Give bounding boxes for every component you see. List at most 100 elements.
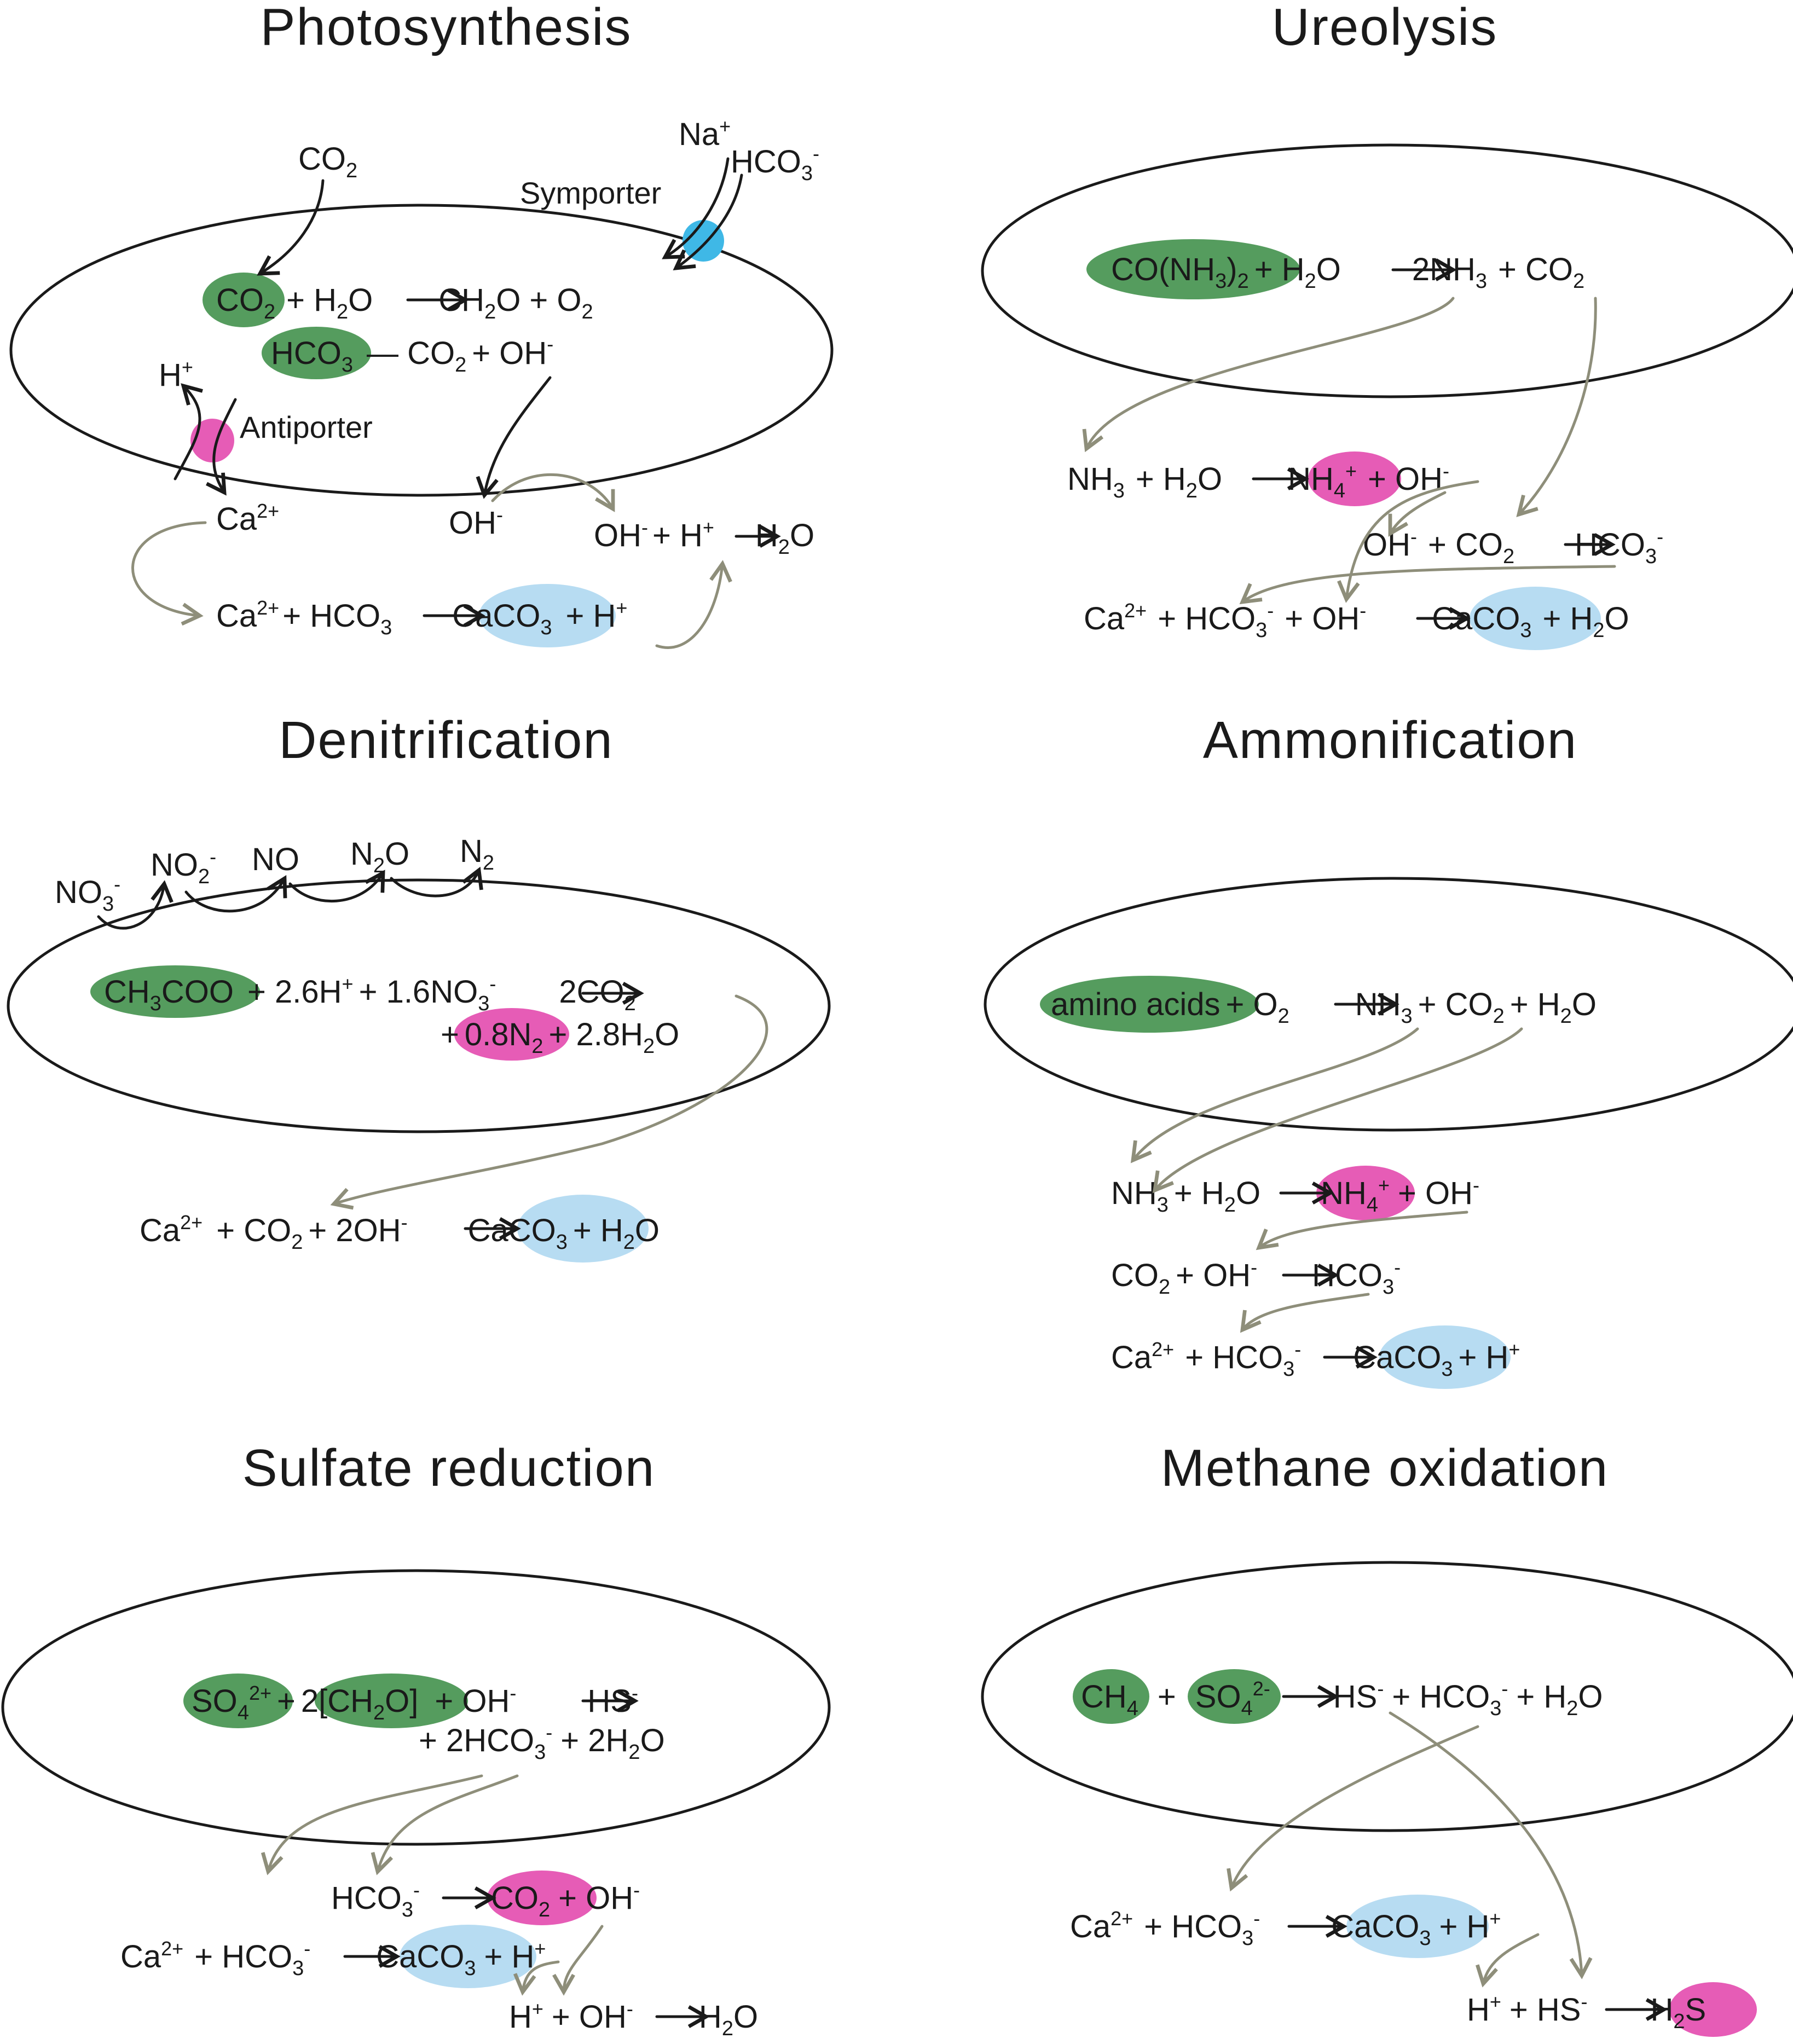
- denitrification-title: Denitrification: [279, 711, 614, 769]
- so4-highlight: [1188, 1669, 1281, 1724]
- nh4-highlight: [1308, 451, 1401, 506]
- sulf-eq1-line2: + 2HCO3-+ 2H2O: [419, 1721, 665, 1764]
- ammon-eq4: Ca2++ HCO3-CaCO3+ H+: [1111, 1338, 1520, 1381]
- denit-eq1-line2: +0.8N2+ 2.8H2O: [441, 1017, 679, 1058]
- sulf-eq2: HCO3-CO2+ OH-: [331, 1879, 640, 1921]
- ca-transfer-arrow: [131, 521, 207, 626]
- caco3-highlight: [479, 584, 616, 647]
- meth-eq3: H++ HS-H2S: [1467, 1990, 1706, 2033]
- oh-transfer-arrow: [1337, 480, 1479, 603]
- acetate-highlight: [90, 965, 260, 1018]
- nh3-transfer-arrow: [1082, 297, 1455, 453]
- hs-transfer-arrow: [1389, 1711, 1593, 1979]
- sulfate-reduction-title: Sulfate reduction: [242, 1439, 655, 1497]
- co2-uptake-arrow: [257, 179, 325, 276]
- co2-transfer-arrow: [1516, 297, 1597, 517]
- sulf-eq4: H++ OH-H2O: [509, 1997, 758, 2040]
- amino-acids-highlight: [1040, 976, 1259, 1033]
- co2-external: CO2: [298, 141, 357, 182]
- antiporter-icon: [190, 419, 234, 462]
- ammon-eq3: CO2+ OH-HCO3-: [1111, 1256, 1401, 1299]
- photosynthesis-title: Photosynthesis: [260, 0, 632, 56]
- photosynthesis-cell: [9, 204, 834, 497]
- n2o-species: N2O: [350, 836, 409, 877]
- h2s-highlight: [1669, 1982, 1757, 2037]
- hco3-transfer-arrow: [1240, 1293, 1370, 1333]
- hco3-transfer-arrow: [371, 1774, 519, 1875]
- reduction-step-arrow: [390, 866, 483, 897]
- ureo-eq4: Ca2++ HCO3-+ OH-CaCO3+ H2O: [1084, 599, 1629, 642]
- methane-cell: [981, 1561, 1793, 1832]
- no3-species: NO3-: [55, 873, 120, 916]
- oh-transfer-arrow: [1388, 491, 1447, 537]
- caco3-highlight: [517, 1195, 649, 1263]
- symport-arrow: [662, 157, 730, 259]
- h-transfer-arrow: [513, 1960, 560, 1996]
- h-transfer-arrow: [1476, 1933, 1540, 1988]
- co2-transfer-arrow: [330, 994, 768, 1210]
- co2-highlight: [203, 273, 285, 327]
- sulfate-cell: [1, 1569, 831, 1846]
- caco3-highlight: [400, 1925, 536, 1988]
- nh3-transfer-arrow: [1130, 1027, 1419, 1163]
- reduction-step-arrow: [288, 870, 385, 903]
- ca-antiport-arrow: [206, 398, 237, 496]
- ch4-highlight: [1073, 1669, 1149, 1724]
- hco3-transfer-arrow: [1227, 1725, 1479, 1892]
- methane-oxidation-title: Methane oxidation: [1161, 1439, 1609, 1497]
- panel-methane-oxidation: Methane oxidation CH4+SO42-HS-+ HCO3-+ H…: [981, 1439, 1793, 2037]
- no2-species: NO2-: [151, 846, 216, 888]
- co2-highlight: [487, 1871, 597, 1925]
- photo-eq2: HCO3— CO2+ OH-: [271, 333, 553, 377]
- n2-species: N2: [460, 833, 494, 875]
- reduction-step-arrow: [97, 880, 173, 930]
- ureolysis-cell: [981, 143, 1793, 398]
- n2-highlight: [454, 1008, 569, 1061]
- na-ion: Na+: [679, 115, 731, 152]
- ammonification-cell: [984, 877, 1793, 1132]
- meth-eq2: Ca2++ HCO3-CaCO3+ H+: [1070, 1907, 1501, 1950]
- photo-eq3: OH-+ H+H2O: [594, 516, 814, 559]
- nh4-highlight: [1316, 1166, 1415, 1220]
- ca-ion: Ca2+: [216, 500, 279, 537]
- caco3-highlight: [1379, 1325, 1511, 1389]
- h-transfer-arrow: [655, 560, 732, 649]
- oh-transfer-arrow: [552, 1925, 604, 1996]
- no-species: NO: [252, 842, 299, 877]
- meth-eq1: CH4+SO42-HS-+ HCO3-+ H2O: [1081, 1677, 1603, 1720]
- symport-arrow: [673, 173, 743, 270]
- h-ion: H+: [159, 356, 193, 393]
- panel-sulfate-reduction: Sulfate reduction SO42++2[CH2O]+ OH-HS- …: [1, 1439, 831, 2040]
- antiporter-label: Antiporter: [240, 410, 373, 444]
- reduction-step-arrow: [184, 875, 287, 913]
- oh-transfer-arrow: [491, 473, 615, 512]
- ch2o-highlight: [315, 1674, 468, 1728]
- co2-transfer-arrow: [1152, 1027, 1523, 1194]
- panel-denitrification: Denitrification NO3- NO2- NO N2O N2 CH3C…: [7, 711, 831, 1263]
- denitrification-cell: [7, 878, 831, 1133]
- oh-ion: OH-: [449, 503, 503, 541]
- denit-eq1: CH3COO+ 2.6H++ 1.6NO3-2CO2: [104, 972, 636, 1015]
- oh-release-arrow: [476, 376, 552, 499]
- hco3-transfer-arrow: [261, 1774, 483, 1875]
- ureolysis-title: Ureolysis: [1272, 0, 1498, 56]
- panel-photosynthesis: Photosynthesis Symporter Antiporter CO2 …: [9, 0, 834, 649]
- sulf-eq1: SO42++2[CH2O]+ OH-HS-: [192, 1682, 638, 1724]
- caco3-highlight: [1470, 587, 1601, 650]
- urea-highlight: [1086, 239, 1300, 299]
- h-antiport-arrow: [173, 383, 203, 480]
- symporter-label: Symporter: [520, 176, 661, 210]
- hco3-external: HCO3-: [731, 142, 819, 185]
- oh-transfer-arrow: [1256, 1211, 1468, 1250]
- hco3-transfer-arrow: [1239, 565, 1616, 605]
- ammonification-title: Ammonification: [1203, 711, 1577, 769]
